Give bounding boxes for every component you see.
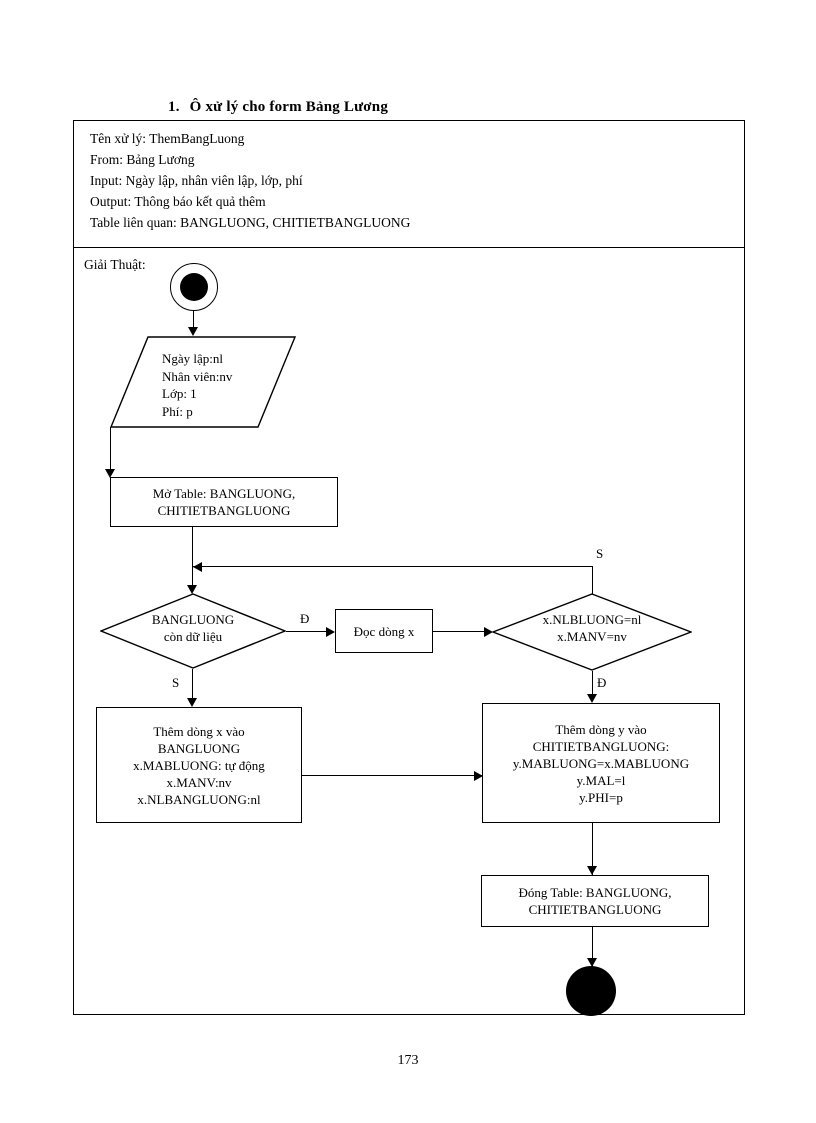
- connector-input-to-open-table: [110, 427, 111, 475]
- input-line-2: Nhân viên:nv: [162, 368, 233, 384]
- node-decision-loop: BANGLUONG còn dữ liệu: [100, 593, 286, 669]
- node-close-table: Đóng Table: BANGLUONG, CHITIETBANGLUONG: [481, 875, 709, 927]
- insert-bangluong-line-1: Thêm dòng x vào: [153, 723, 245, 739]
- arrowhead-to-decision-match: [484, 627, 493, 637]
- arrowhead-to-read-row: [326, 627, 335, 637]
- insert-chitiet-line-4: y.MAL=l: [576, 772, 626, 788]
- connector-decision-loop-to-insert-bangluong: [192, 669, 193, 705]
- page-title: 1. Ô xử lý cho form Bảng Lương: [168, 99, 588, 116]
- node-decision-match: x.NLBLUONG=nl x.MANV=nv: [492, 593, 692, 671]
- page-title-text: Ô xử lý cho form Bảng Lương: [189, 99, 389, 115]
- connector-read-row-to-decision-match: [433, 631, 490, 632]
- insert-chitiet-line-5: y.PHI=p: [579, 789, 623, 805]
- input-parallelogram-text: Ngày lập:nl Nhân viên:nv Lớp: 1 Phí: p: [162, 350, 280, 420]
- edge-label-match-false: S: [596, 546, 604, 561]
- start-node-icon: [170, 263, 218, 311]
- spec-label: Table liên quan:: [90, 215, 177, 230]
- edge-label-match-true: Đ: [597, 675, 607, 690]
- insert-bangluong-line-2: BANGLUONG: [157, 740, 241, 756]
- connector-loopback-horizontal: [193, 566, 592, 567]
- input-line-3: Lớp: 1: [162, 386, 197, 401]
- decision-match-line-2: x.MANV=nv: [557, 629, 627, 644]
- arrowhead-to-insert-chitiet: [587, 694, 597, 703]
- arrowhead-to-decision-loop: [187, 585, 197, 594]
- start-node-core: [180, 273, 208, 301]
- parallelogram-shape: [110, 336, 296, 428]
- spec-row-input: Input: Ngày lập, nhân viên lập, lớp, phí: [90, 170, 710, 191]
- spec-label: Tên xử lý:: [90, 131, 147, 146]
- decision-loop-line-2: còn dữ liệu: [163, 629, 223, 644]
- edge-label-loop-false: S: [172, 675, 180, 690]
- spec-row-output: Output: Thông báo kết quả thêm: [90, 191, 710, 212]
- spec-value: ThemBangLuong: [149, 131, 245, 146]
- connector-decision-match-to-insert-chitiet: [592, 671, 593, 701]
- spec-label: Output:: [90, 194, 132, 209]
- open-table-line-2: CHITIETBANGLUONG: [157, 503, 291, 518]
- insert-chitiet-line-3: y.MABLUONG=x.MABLUONG: [512, 755, 690, 771]
- spec-row-ten-xu-ly: Tên xử lý: ThemBangLuong: [90, 128, 710, 149]
- decision-match-shape: [492, 593, 692, 671]
- arrowhead-loopback: [193, 562, 202, 572]
- insert-chitiet-line-2: CHITIETBANGLUONG:: [532, 738, 670, 754]
- spec-value: Bảng Lương: [126, 152, 195, 167]
- arrowhead-to-close-table: [587, 866, 597, 875]
- spec-value: BANGLUONG, CHITIETBANGLUONG: [180, 215, 411, 230]
- decision-loop-line-1: BANGLUONG: [151, 612, 235, 627]
- page-number: 173: [397, 1053, 419, 1068]
- decision-match-line-1: x.NLBLUONG=nl: [542, 612, 642, 627]
- frame-section-divider: [73, 247, 745, 248]
- node-insert-bangluong: Thêm dòng x vào BANGLUONG x.MABLUONG: tự…: [96, 707, 302, 823]
- spec-row-from: From: Bảng Lương: [90, 149, 710, 170]
- process-spec-block: Tên xử lý: ThemBangLuong From: Bảng Lươn…: [90, 128, 710, 233]
- open-table-line-1: Mở Table: BANGLUONG,: [152, 486, 296, 501]
- connector-open-table-to-decision-loop: [192, 527, 193, 591]
- connector-loopback-vertical: [592, 566, 593, 595]
- spec-row-table-lien-quan: Table liên quan: BANGLUONG, CHITIETBANGL…: [90, 212, 710, 233]
- node-open-table: Mở Table: BANGLUONG, CHITIETBANGLUONG: [110, 477, 338, 527]
- close-table-line-2: CHITIETBANGLUONG: [528, 902, 662, 917]
- decision-loop-shape: [100, 593, 286, 669]
- insert-bangluong-line-3: x.MABLUONG: tự động: [133, 757, 265, 773]
- connector-start-to-input: [193, 311, 194, 329]
- node-insert-chitiet: Thêm dòng y vào CHITIETBANGLUONG: y.MABL…: [482, 703, 720, 823]
- spec-label: From:: [90, 152, 124, 167]
- read-row-line-1: Đọc dòng x: [353, 623, 415, 639]
- arrowhead-to-end: [587, 958, 597, 967]
- connector-close-table-to-end: [592, 927, 593, 971]
- insert-chitiet-line-1: Thêm dòng y vào: [555, 721, 647, 737]
- connector-insert-chitiet-to-close-table: [592, 823, 593, 875]
- connector-insert-bangluong-to-insert-chitiet: [302, 775, 482, 776]
- arrowhead-start-to-input: [188, 327, 198, 336]
- algorithm-section-label: Giải Thuật:: [84, 257, 146, 272]
- close-table-line-1: Đóng Table: BANGLUONG,: [518, 885, 672, 900]
- connector-decision-loop-to-read-row: [286, 631, 332, 632]
- spec-label: Input:: [90, 173, 123, 188]
- content-frame: [73, 120, 745, 1015]
- input-line-4: Phí: p: [162, 403, 193, 419]
- spec-value: Ngày lập, nhân viên lập, lớp, phí: [125, 173, 303, 188]
- arrowhead-insert-bangluong-to-insert-chitiet: [474, 771, 483, 781]
- arrowhead-to-insert-bangluong: [187, 698, 197, 707]
- node-read-row: Đọc dòng x: [335, 609, 433, 653]
- page-title-number: 1.: [168, 99, 180, 115]
- insert-bangluong-line-5: x.NLBANGLUONG:nl: [137, 791, 261, 807]
- spec-value: Thông báo kết quả thêm: [134, 194, 266, 209]
- node-input-parallelogram: Ngày lập:nl Nhân viên:nv Lớp: 1 Phí: p: [110, 336, 296, 428]
- input-line-1: Ngày lập:nl: [162, 351, 224, 366]
- edge-label-loop-true: Đ: [300, 611, 310, 626]
- insert-bangluong-line-4: x.MANV:nv: [166, 774, 232, 790]
- arrowhead-input-to-open-table: [105, 469, 115, 478]
- end-node-icon: [566, 966, 616, 1016]
